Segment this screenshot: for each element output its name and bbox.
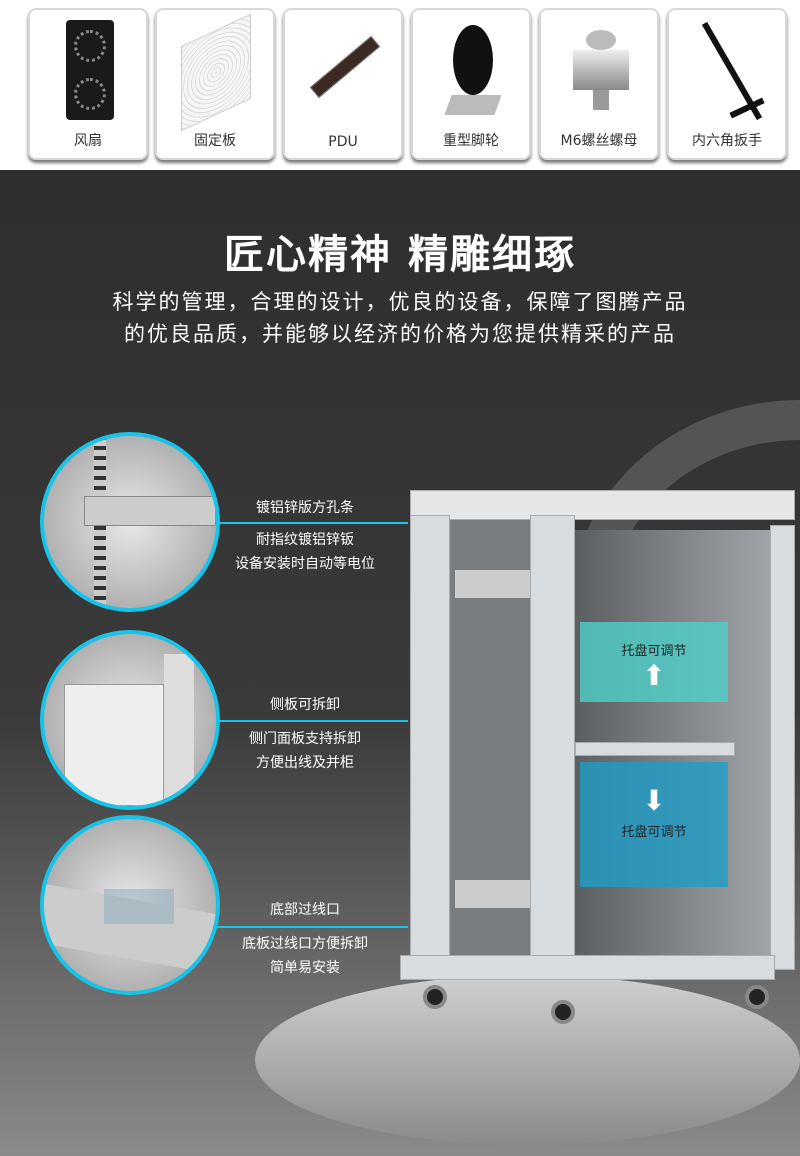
tray-up-overlay: 托盘可调节⬆ [580, 622, 728, 702]
tray-shelf [575, 742, 735, 756]
detail-circle-cable-inlet [40, 815, 220, 995]
callout-line [218, 522, 408, 524]
server-cabinet [400, 490, 795, 980]
accessory-card-fan: 风扇 [28, 8, 148, 160]
accessory-label: 重型脚轮 [443, 133, 499, 149]
rail-strip [455, 880, 530, 908]
callout-line [218, 720, 408, 722]
callout-title: 侧板可拆卸 [270, 697, 340, 713]
callout-desc: 底板过线口方便拆卸 [242, 936, 368, 952]
cabinet-right-post [770, 525, 795, 970]
accessory-label: PDU [328, 134, 358, 150]
accessory-label: M6螺丝螺母 [560, 133, 638, 149]
callout-title: 镀铝锌版方孔条 [256, 500, 354, 516]
callout-desc: 耐指纹镀铝锌钣 [256, 532, 354, 548]
callout-title: 底部过线口 [270, 902, 340, 918]
callout-desc: 侧门面板支持拆卸 [249, 731, 361, 747]
callout-desc: 简单易安装 [270, 960, 340, 976]
caster-wheel [745, 985, 769, 1009]
accessories-strip: 风扇 固定板 PDU 重型脚轮 M6螺丝螺母 内六角扳手 [0, 0, 800, 170]
callout-line [218, 926, 408, 928]
hex-wrench-icon [689, 20, 769, 125]
cabinet-top [410, 490, 795, 520]
tray-label: 托盘可调节 [621, 644, 687, 659]
accessory-card-wrench: 内六角扳手 [667, 8, 787, 160]
screw-nut-icon [561, 20, 641, 125]
detail-circle-side-panel [40, 630, 220, 810]
fan-icon [50, 20, 130, 125]
accessory-label: 内六角扳手 [692, 133, 762, 149]
subline-2: 的优良品质，并能够以经济的价格为您提供精采的产品 [124, 322, 676, 346]
callout-desc: 设备安装时自动等电位 [235, 556, 375, 572]
callout-desc: 方便出线及并柜 [256, 755, 354, 771]
accessory-card-pdu: PDU [283, 8, 403, 160]
accessory-card-plate: 固定板 [155, 8, 275, 160]
tray-label: 托盘可调节 [621, 825, 687, 840]
tray-down-overlay: ⬇ 托盘可调节 [580, 762, 728, 887]
arrow-up-icon: ⬆ [642, 659, 666, 692]
caster-wheel [551, 1000, 575, 1024]
subline-1: 科学的管理，合理的设计，优良的设备，保障了图腾产品 [112, 290, 688, 314]
pdu-icon [305, 20, 385, 125]
arrow-down-icon: ⬇ [642, 784, 666, 817]
caster-wheel [423, 985, 447, 1009]
podium [255, 975, 800, 1145]
cabinet-base [400, 955, 775, 980]
shelf-plate-icon [177, 13, 257, 132]
detail-circle-rail [40, 432, 220, 612]
headline: 匠心精神 精雕细琢 [224, 232, 576, 278]
rail-strip [455, 570, 530, 598]
caster-wheel-icon [433, 20, 513, 125]
accessory-card-screw: M6螺丝螺母 [539, 8, 659, 160]
cabinet-left-post [410, 515, 450, 970]
accessory-label: 固定板 [194, 133, 236, 149]
accessory-card-caster: 重型脚轮 [411, 8, 531, 160]
accessory-label: 风扇 [74, 133, 102, 149]
cabinet-front-post [530, 515, 575, 970]
